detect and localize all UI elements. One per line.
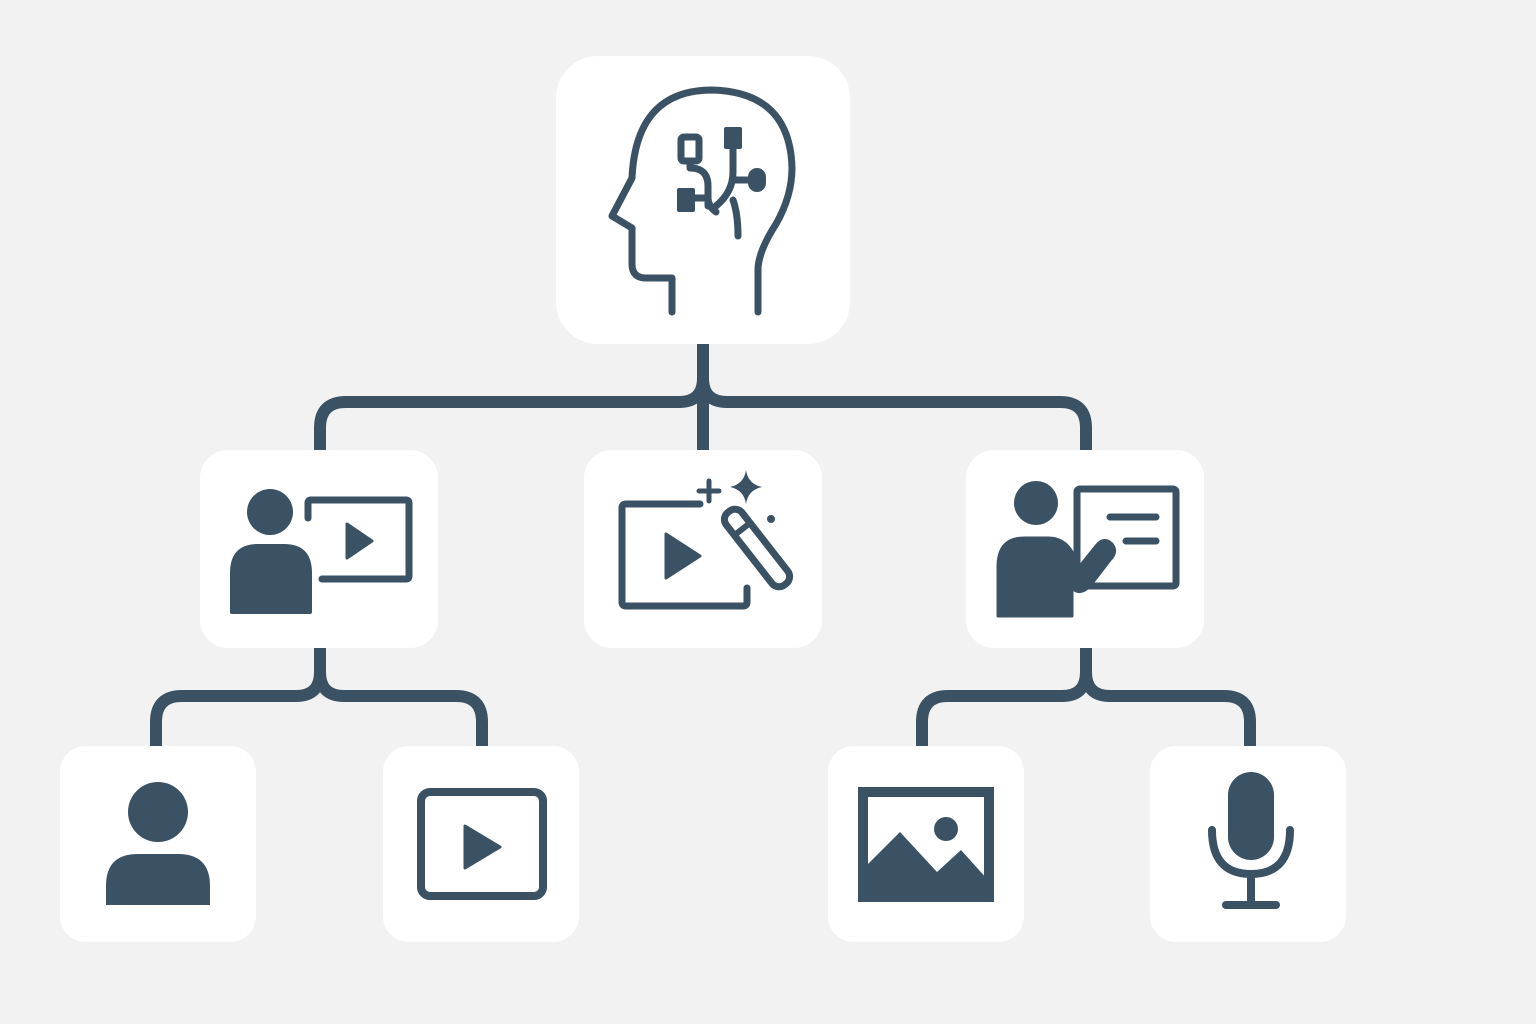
connectors (150, 344, 1256, 746)
connector-right-children (916, 648, 1256, 746)
connector-root-left (314, 377, 709, 452)
connector-left-children (150, 648, 488, 746)
microphone-icon (1208, 772, 1294, 909)
ai-brain-circuit-icon (608, 86, 796, 316)
presenter-at-board-icon (996, 481, 1180, 618)
connector-root-stem (697, 344, 1092, 452)
person-icon (106, 782, 210, 905)
card-center[interactable] (584, 450, 822, 648)
card-left[interactable] (200, 450, 438, 648)
image-icon (858, 787, 994, 902)
video-play-icon (417, 788, 547, 900)
ai-brain-circuit-nodes (677, 127, 766, 212)
card-left-child-1[interactable] (60, 746, 256, 942)
person-with-video-icon (230, 489, 413, 614)
video-magic-wand-icon (618, 470, 794, 610)
